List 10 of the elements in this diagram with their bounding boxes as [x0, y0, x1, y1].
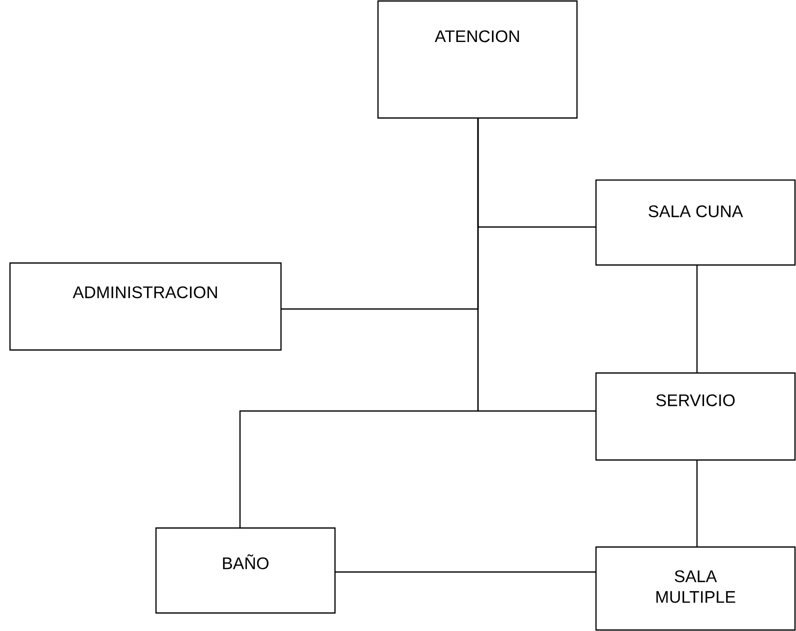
process-box: ADMINISTRACION [9, 262, 282, 351]
process-box: ATENCION [377, 0, 578, 119]
process-box: BAÑO [155, 527, 336, 614]
connector-line [696, 460, 698, 547]
connector-line [335, 571, 596, 573]
process-box: SALA MULTIPLE [595, 546, 796, 631]
process-box: SALA CUNA [595, 179, 796, 266]
connector-line [696, 265, 698, 373]
process-box: SERVICIO [595, 372, 796, 461]
connector-line [239, 118, 479, 528]
